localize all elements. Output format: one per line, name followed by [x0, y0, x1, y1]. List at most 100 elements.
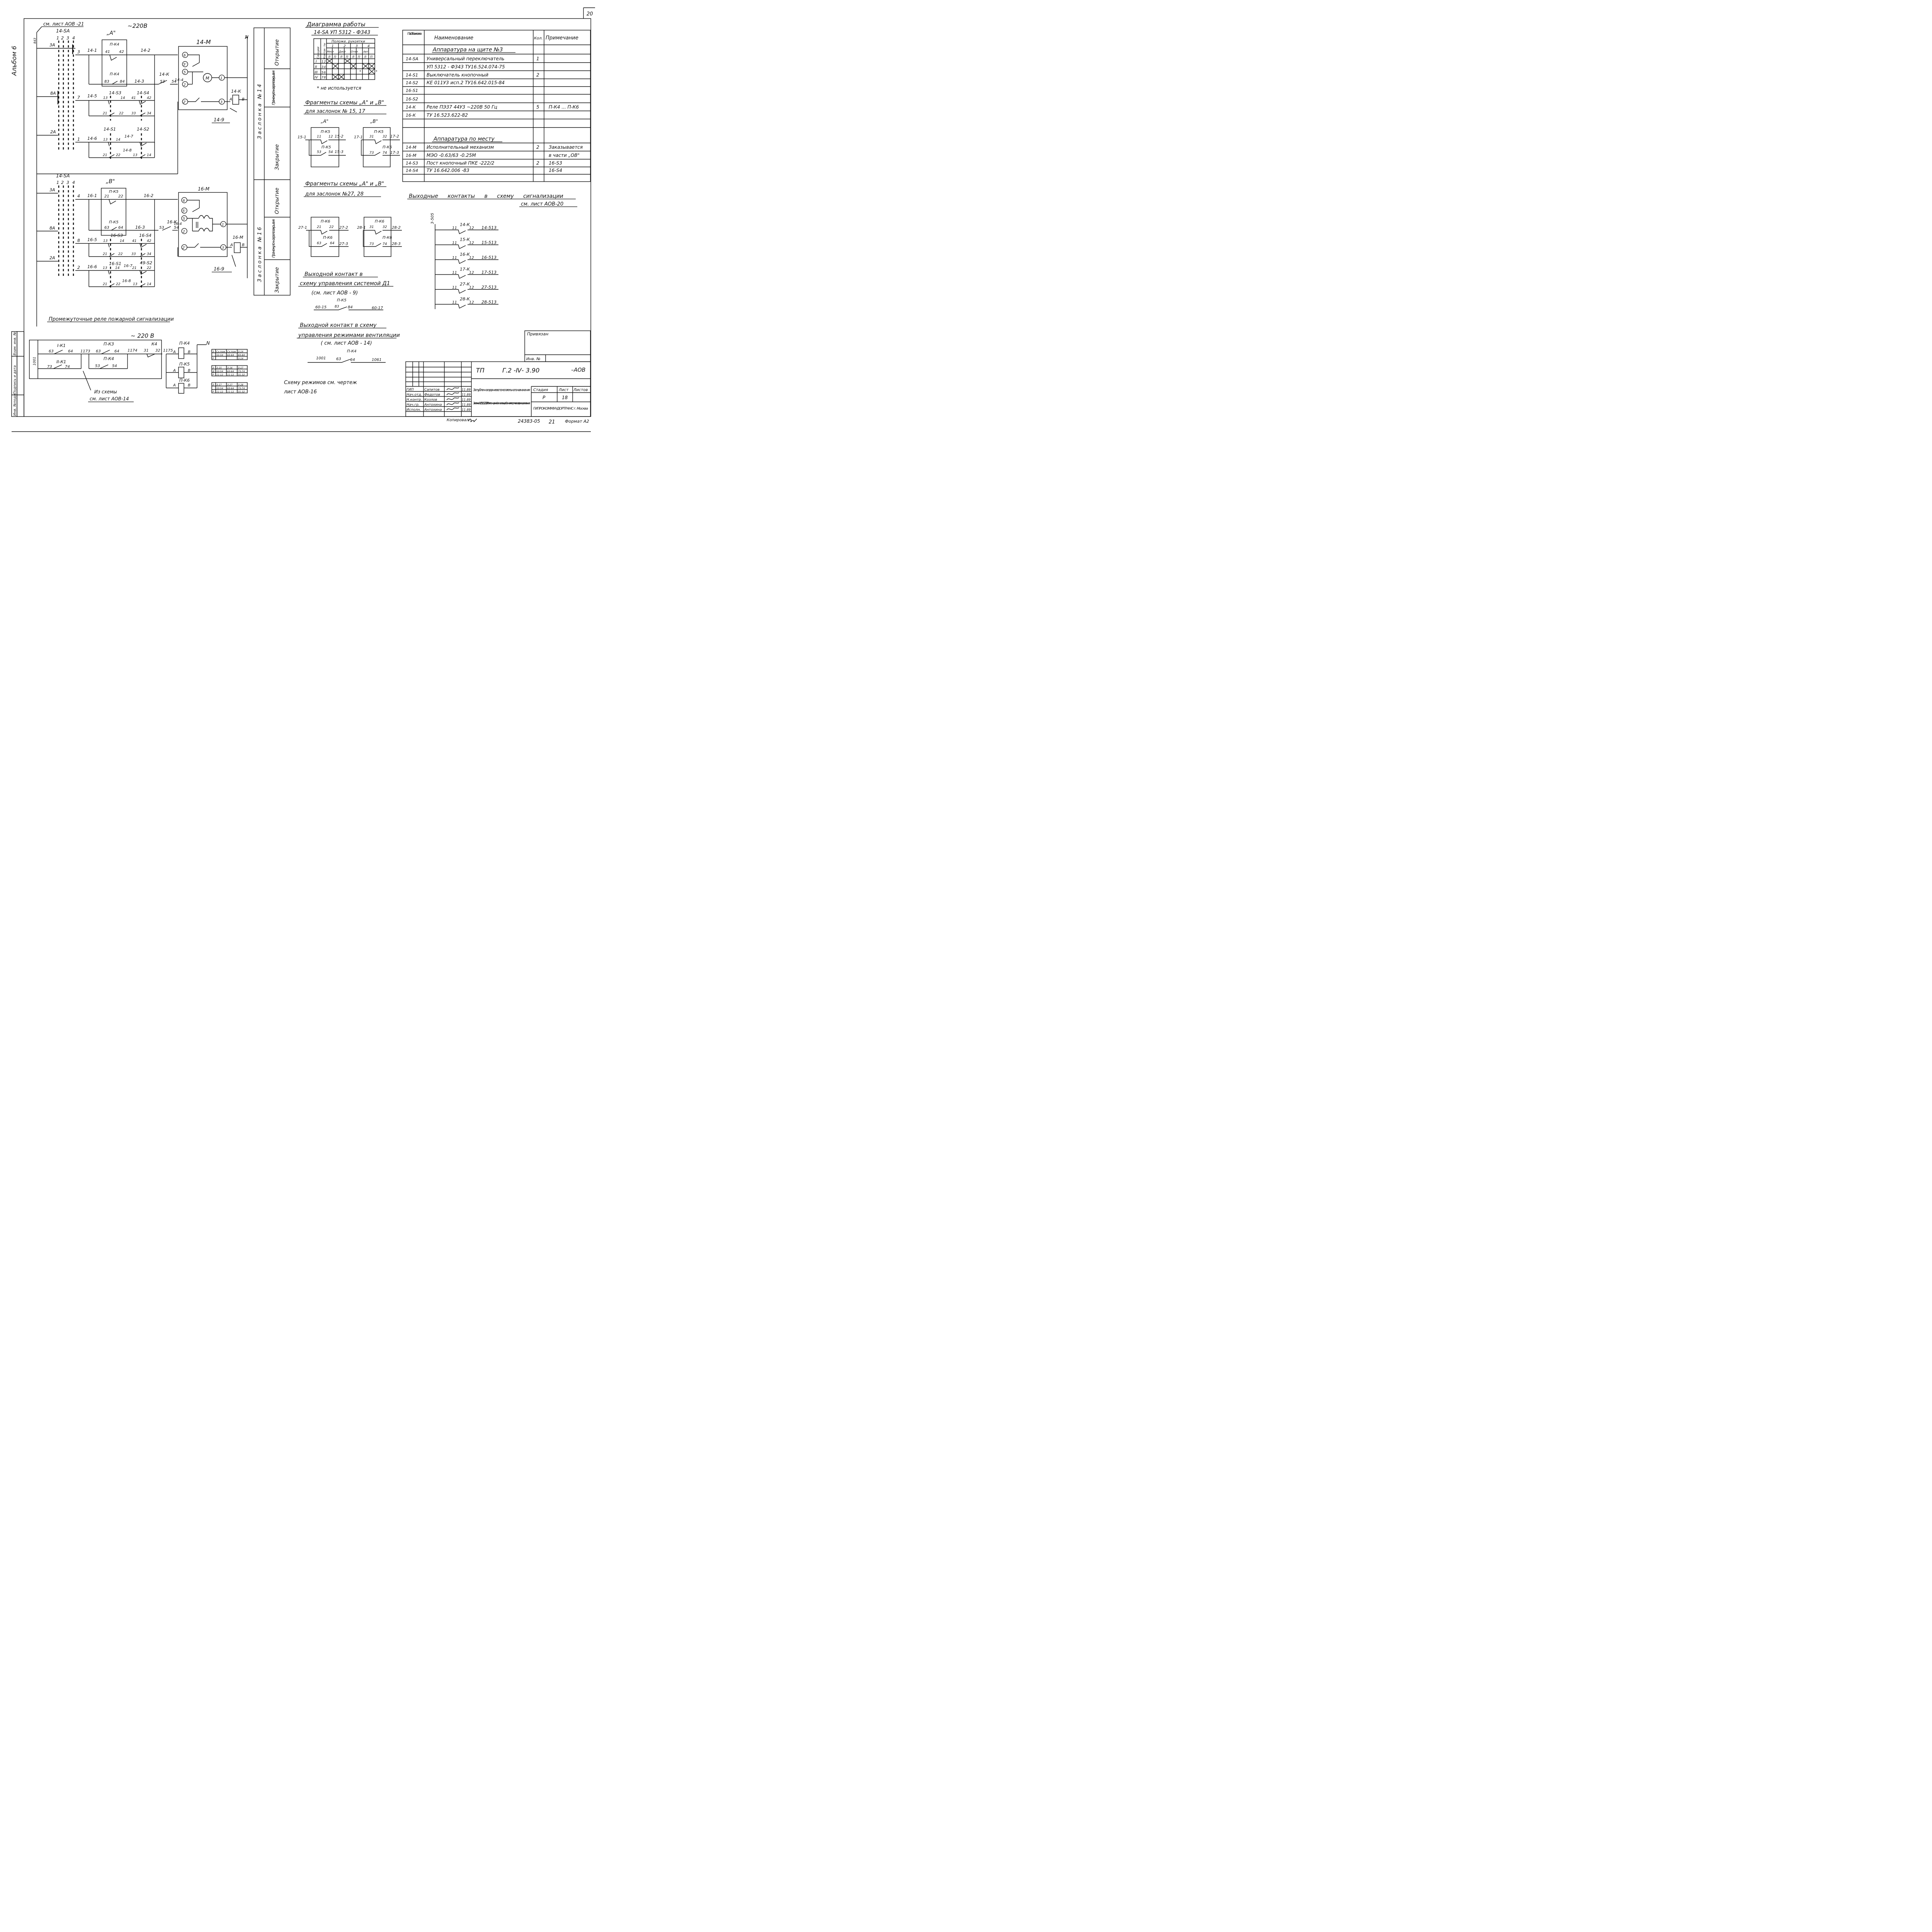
- svg-text:Выходной контакт в: Выходной контакт в: [304, 271, 363, 277]
- svg-text:1: 1: [222, 223, 224, 227]
- tb-signature: [446, 392, 459, 395]
- work-diagram-note: * не используется: [317, 85, 361, 91]
- svg-text:63: 63: [49, 349, 54, 354]
- svg-text:см. лист АОВ-14: см. лист АОВ-14: [90, 396, 129, 401]
- mini-table-cell: 73-74: [238, 370, 245, 373]
- svg-text:13: 13: [133, 153, 138, 157]
- mini-table-cell: 3-17: [216, 384, 222, 386]
- svg-text:П-К5: П-К5: [383, 145, 392, 150]
- svg-text:31: 31: [369, 225, 374, 229]
- svg-text:П: П: [370, 55, 372, 59]
- svg-text:П-К5: П-К5: [109, 220, 119, 224]
- svg-text:6: 6: [324, 71, 326, 74]
- svg-text:IV: IV: [315, 76, 318, 80]
- svg-text:П-К5: П-К5: [179, 362, 190, 367]
- svg-text:Открытие: Открытие: [274, 188, 280, 214]
- svg-text:16-8: 16-8: [122, 279, 131, 283]
- mini-table-cell: Сх.пож: [227, 350, 236, 353]
- svg-text:Р: Р: [543, 395, 546, 400]
- svg-text:83: 83: [104, 80, 109, 84]
- svg-text:14: 14: [147, 153, 151, 157]
- title-block-text: Заглубленное здание вспомогательного наз…: [473, 388, 531, 405]
- contact-group-b: [101, 188, 126, 236]
- svg-text:Лист: Лист: [558, 388, 569, 392]
- svg-text:83: 83: [335, 305, 339, 309]
- svg-text:53: 53: [317, 150, 321, 154]
- spec-name: Реле ПЭ37 44У3 ~220В 50 Гц: [427, 104, 497, 110]
- svg-text:7: 7: [321, 76, 324, 79]
- svg-text:73: 73: [369, 151, 374, 155]
- svg-text:13: 13: [133, 282, 138, 286]
- svg-text:П-К5: П-К5: [321, 130, 330, 134]
- svg-text:А: А: [173, 350, 176, 354]
- tb-name: Федотов: [424, 393, 440, 397]
- svg-text:14-7: 14-7: [124, 134, 133, 139]
- svg-text:14-3: 14-3: [134, 79, 144, 84]
- svg-text:III: III: [315, 71, 318, 75]
- svg-text:3А: 3А: [49, 187, 55, 192]
- svg-text:А: А: [230, 243, 233, 247]
- signal-contact: 12: [469, 226, 474, 230]
- damper-16-label: Заслонка №16: [257, 226, 263, 282]
- svg-text:8: 8: [324, 76, 326, 79]
- spec-pos: 14-S2: [406, 80, 418, 85]
- svg-text:3-505: 3-505: [430, 213, 435, 224]
- svg-text:32: 32: [383, 135, 387, 139]
- ref-sheet-21: см. лист АОВ -21: [43, 21, 84, 27]
- svg-text:13: 13: [103, 96, 108, 100]
- copied-signature: [468, 418, 477, 422]
- svg-text:1: 1: [56, 36, 59, 41]
- svg-text:14: 14: [116, 138, 121, 142]
- switch-14sa: 14-SA: [56, 28, 70, 34]
- svg-text:21: 21: [103, 153, 107, 157]
- svg-text:14-4: 14-4: [175, 78, 184, 82]
- svg-text:5: 5: [184, 71, 186, 75]
- svg-text:Контак- ты: Контак- ты: [323, 43, 326, 59]
- svg-text:84: 84: [348, 305, 353, 310]
- spec-pos: 16-К: [406, 113, 416, 118]
- spec-note: Заказывается: [549, 145, 583, 150]
- signal-contact-line: [435, 274, 498, 279]
- svg-text:Промежуточное реле закрытия: Промежуточное реле закрытия: [272, 70, 276, 105]
- svg-text:64: 64: [350, 358, 355, 362]
- signal-wire: 16-513: [481, 255, 497, 260]
- svg-text:М: М: [206, 76, 209, 81]
- inv-podl-label: Инв. №подл.: [13, 393, 17, 416]
- svg-text:А: А: [173, 369, 176, 373]
- mini-table-cell: 11-12: [216, 374, 223, 376]
- mini-table-cell: З: [213, 384, 214, 386]
- svg-text:14-S3: 14-S3: [109, 90, 121, 95]
- signal-relay: 14-К: [460, 222, 470, 227]
- svg-text:4: 4: [324, 65, 326, 69]
- svg-text:14-1: 14-1: [87, 48, 97, 53]
- spec-pos: 14-SA: [406, 56, 418, 61]
- svg-text:3: 3: [220, 100, 223, 104]
- svg-text:Стадия: Стадия: [533, 388, 548, 392]
- svg-text:22: 22: [329, 225, 334, 229]
- tb-content: Заслонки 14,15,16,17,27,28. Реле пожарно…: [473, 401, 531, 405]
- mode-ref-2: лист АОВ-16: [284, 389, 317, 395]
- svg-text:II-К1: II-К1: [56, 359, 66, 364]
- svg-text:2': 2': [182, 246, 185, 250]
- svg-text:1: 1: [56, 180, 59, 185]
- svg-text:ГИПРОКОММУНДОРТРАНС г. Москва: ГИПРОКОММУНДОРТРАНС г. Москва: [533, 407, 588, 411]
- svg-text:–АОВ: –АОВ: [571, 367, 585, 373]
- tb-role: Нач.гр.: [406, 403, 420, 407]
- spec-note: 16-S4: [549, 168, 562, 173]
- svg-text:21: 21: [549, 419, 555, 425]
- svg-text:42: 42: [147, 96, 151, 100]
- mini-table-cell: Р: [213, 357, 214, 360]
- svg-text:54: 54: [174, 226, 179, 230]
- svg-text:16-5: 16-5: [87, 237, 97, 242]
- coil-pk5: [178, 367, 184, 378]
- tb-role: Нач.отд.: [406, 393, 422, 397]
- svg-text:16-S1: 16-S1: [109, 261, 121, 266]
- mark-843: 843: [33, 38, 37, 44]
- svg-text:14-2: 14-2: [141, 48, 150, 53]
- svg-text:21: 21: [104, 194, 109, 199]
- svg-text:I: I: [316, 60, 317, 64]
- mini-table-cell: 63-64: [227, 370, 234, 373]
- signal-contact: 12: [469, 271, 474, 275]
